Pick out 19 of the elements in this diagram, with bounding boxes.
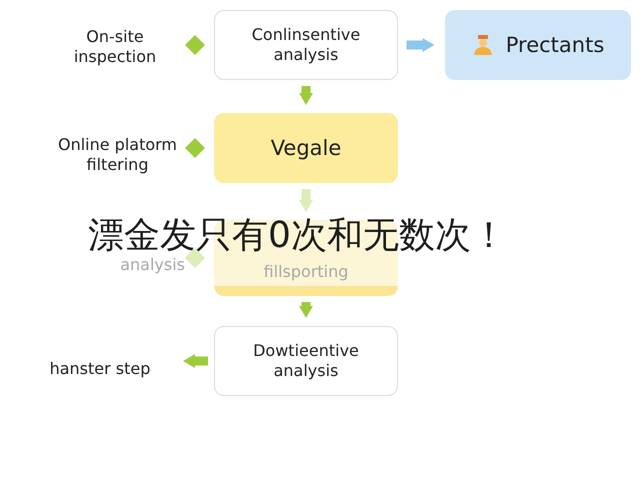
step-label: hanster step [50, 359, 150, 379]
step-label: Online platorm filtering [56, 135, 178, 175]
box-label: Dowtieentive analysis [252, 341, 360, 381]
box-label: fillsporting [264, 262, 348, 282]
box-label: Conlinsentive analysis [250, 25, 362, 65]
box-label: Prectants [506, 33, 604, 57]
arrow [406, 38, 434, 52]
arrow [299, 189, 313, 212]
caption-text: 漂金发只有0次和无数次！ [88, 216, 507, 256]
step-label: analysis [120, 255, 185, 275]
arrow [299, 302, 313, 318]
step-label: On-site inspection [72, 27, 158, 67]
box-label: Vegale [270, 136, 342, 160]
arrow [183, 354, 208, 368]
process-box [445, 10, 631, 80]
process-box [214, 113, 398, 183]
process-box [214, 10, 398, 80]
process-box [214, 326, 398, 396]
arrow [299, 86, 313, 105]
